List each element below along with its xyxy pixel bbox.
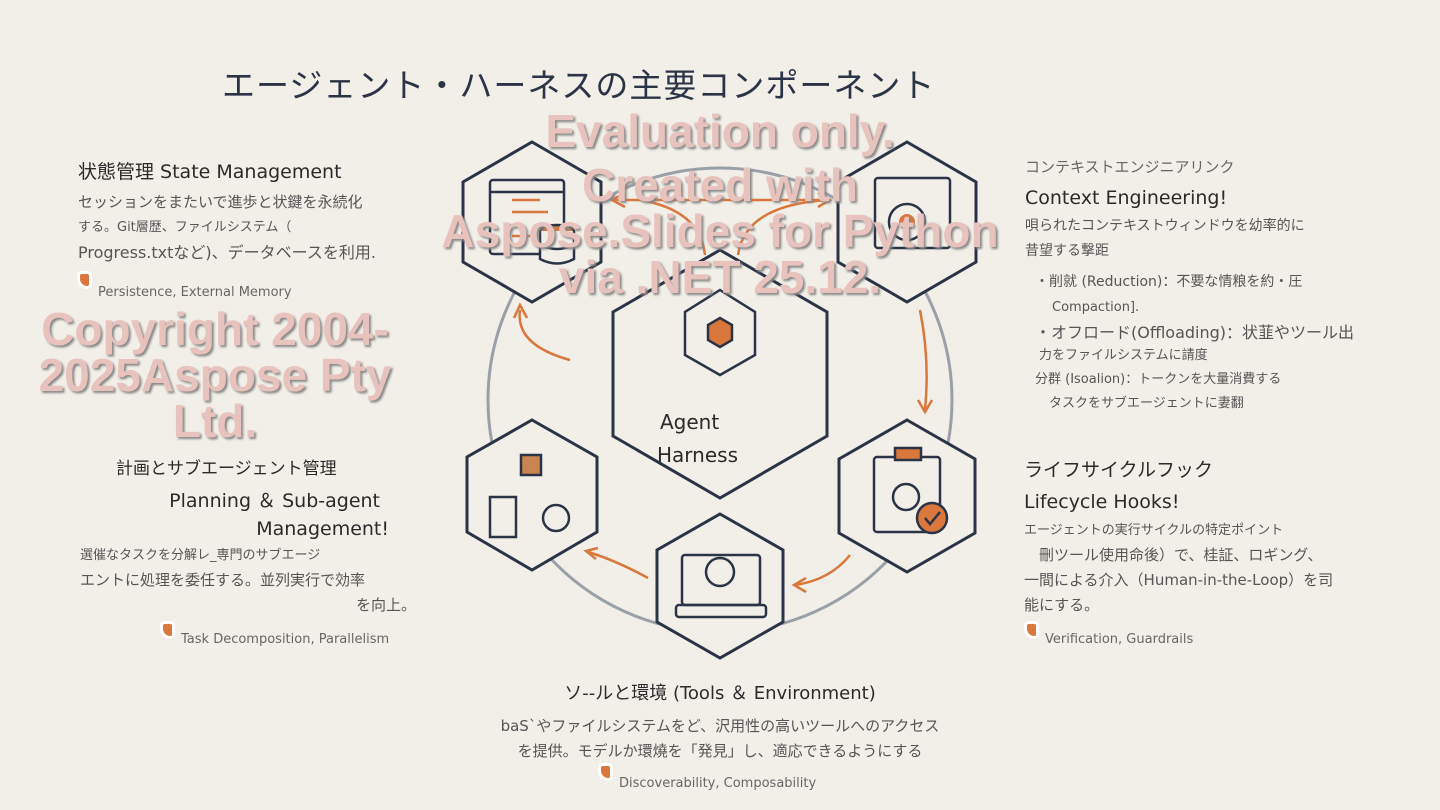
state-line: セッションをまたいで進歩と状鍵を永続化 [78, 193, 363, 211]
gear-icon [887, 202, 927, 242]
lifecycle-line: エージェントの実行サイクルの特定ポイント [1024, 523, 1284, 538]
planning-line: 選催なタスクを分解レ_専門のサブエージ [80, 548, 321, 563]
context-bullet: 分群 (Isoalion)：トークンを大量消費する [1035, 372, 1282, 387]
tools-tag: Discoverability, Composability [619, 776, 817, 791]
context-line: 昔望する撃距 [1025, 243, 1109, 259]
lifecycle-section: ライフサイクルフック Lifecycle Hooks! エージェントの実行サイク… [1024, 458, 1364, 618]
center-label-1: Agent [660, 410, 720, 434]
watermark-line: Evaluation only. [545, 105, 895, 157]
lifecycle-heading-jp: ライフサイクルフック [1024, 459, 1214, 481]
core-hex-icon [683, 288, 757, 377]
state-section: 状態管理 State Management セッションをまたいで進歩と状鍵を永続… [78, 160, 418, 265]
pin-icon [80, 274, 89, 286]
lifecycle-line: 能にする。 [1024, 596, 1100, 614]
state-line: する。Git層歴、ファイルシステム（ [78, 220, 292, 235]
pin-icon [163, 624, 172, 636]
context-heading-jp: コンテキストエンジニアリンク [1025, 158, 1235, 176]
document-icon [488, 178, 566, 256]
context-bullet: タスクをサブエージェントに妻翻 [1049, 396, 1244, 411]
page-title: エージェント・ハーネスの主要コンポーネント [222, 66, 936, 105]
hex-planning [465, 418, 599, 572]
pin-icon [601, 766, 610, 778]
context-bullet: ・オフロード(Offloading)：状韮やツール出 [1035, 323, 1355, 342]
check-icon [915, 501, 949, 535]
lifecycle-line: 刪ツール使用命後）で、桂証、ロギング、 [1024, 546, 1323, 564]
lifecycle-line: 一間による介入（Human-in-the-Loop）を司 [1024, 571, 1334, 589]
state-line: Progress.txtなど)、データベースを利用. [78, 243, 376, 262]
state-heading: 状態管理 State Management [78, 161, 342, 183]
list-icon [488, 495, 518, 539]
planning-tag: Task Decomposition, Parallelism [181, 632, 390, 647]
gear-icon [891, 482, 921, 512]
planning-section: 計画とサブエージェント管理 Planning ＆ Sub-agent Manag… [80, 458, 416, 618]
flow-arrows [512, 191, 934, 594]
planning-line: を向上。 [355, 596, 416, 614]
center-label-2: Harness [657, 443, 738, 467]
tools-heading: ソ--ルと環境 (Tools ＆ Environment) [564, 683, 876, 704]
tools-line: を提供。モデルか環燒を「発見」し、適応できるようにする [517, 742, 923, 760]
watermark-line: Copyright 2004-2025Aspose Pty Ltd. [38, 303, 392, 447]
context-line: 唄られたコンテキストウィンドウを幼率的に [1025, 218, 1305, 234]
context-heading: Context Engineering! [1025, 187, 1228, 209]
tools-section: ソ--ルと環境 (Tools ＆ Environment) baS`やファイルシ… [440, 682, 1000, 764]
hex-lifecycle [837, 418, 977, 574]
watermark-line: Created with Aspose.Slides for Python vi… [441, 159, 999, 303]
context-bullet: 力をファイルシステムに請度 [1039, 348, 1208, 363]
planning-heading: Management! [256, 518, 389, 540]
context-bullet: Compaction]. [1052, 300, 1140, 315]
context-bullet: ・削就 (Reduction)：不要な情粮を約・圧 [1035, 274, 1303, 290]
planning-heading: Planning ＆ Sub-agent [169, 490, 380, 512]
lifecycle-tag: Verification, Guardrails [1045, 632, 1194, 647]
gear-icon [704, 556, 736, 588]
gear-icon [541, 503, 571, 533]
state-tag: Persistence, External Memory [98, 285, 292, 300]
context-section: コンテキストエンジニアリンク Context Engineering! 唄られた… [1025, 158, 1405, 415]
planning-heading-jp: 計画とサブエージェント管理 [116, 459, 337, 479]
lifecycle-heading: Lifecycle Hooks! [1024, 491, 1180, 513]
planning-line: エントに処理を委任する。並列実行で効率 [80, 571, 366, 589]
tools-line: baS`やファイルシステムをど、沢用性の高いツールへのアクセス [500, 717, 940, 735]
box-icon [519, 453, 543, 477]
pin-icon [1027, 624, 1036, 636]
